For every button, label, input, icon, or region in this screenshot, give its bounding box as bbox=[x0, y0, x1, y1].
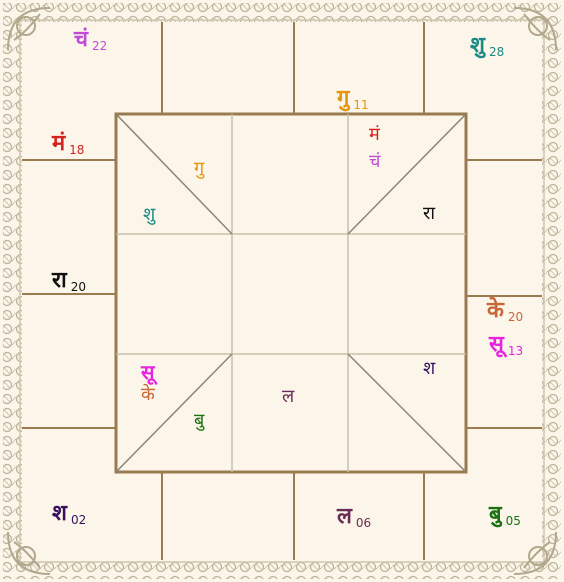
planet-rahu: रा bbox=[52, 268, 67, 293]
degree-jupiter: 11 bbox=[353, 98, 368, 112]
planet-mars: मं bbox=[52, 131, 65, 156]
outer-label-jupiter: गु 11 bbox=[337, 88, 369, 110]
degree-sun: 13 bbox=[508, 344, 523, 358]
inner-planet-moon: चं bbox=[369, 153, 380, 171]
outer-label-ketu: के 20 bbox=[487, 300, 523, 322]
inner-planet-lagna: ल bbox=[282, 388, 294, 406]
inner-planet-jupiter: गु bbox=[194, 160, 204, 178]
degree-ketu: 20 bbox=[508, 310, 523, 324]
planet-sun: सू bbox=[489, 332, 504, 357]
planet-jupiter: गु bbox=[337, 86, 349, 111]
inner-planet-rahu: रा bbox=[423, 205, 435, 223]
degree-venus: 28 bbox=[489, 45, 504, 59]
inner-planet-mars: मं bbox=[369, 126, 380, 144]
planet-venus: शु bbox=[470, 33, 485, 58]
degree-moon: 22 bbox=[92, 39, 107, 53]
inner-planet-sun: सू bbox=[141, 362, 155, 382]
planet-saturn: श bbox=[52, 501, 67, 526]
degree-lagna: 06 bbox=[356, 516, 371, 530]
outer-label-venus: शु 28 bbox=[470, 35, 504, 57]
planet-lagna: ल bbox=[337, 504, 352, 529]
degree-rahu: 20 bbox=[71, 280, 86, 294]
outer-label-moon: चं 22 bbox=[74, 29, 107, 51]
inner-planet-ketu: के bbox=[141, 386, 155, 404]
outer-label-sun: सू 13 bbox=[489, 334, 523, 356]
outer-label-saturn: श 02 bbox=[52, 503, 86, 525]
planet-ketu: के bbox=[487, 298, 504, 323]
planet-mercury: बु bbox=[489, 502, 502, 527]
inner-planet-venus: शु bbox=[143, 206, 155, 224]
outer-label-mercury: बु 05 bbox=[489, 504, 521, 526]
degree-mercury: 05 bbox=[506, 514, 521, 528]
outer-label-mars: मं 18 bbox=[52, 133, 84, 155]
planet-moon: चं bbox=[74, 27, 88, 52]
inner-planet-saturn: श bbox=[423, 360, 435, 378]
degree-mars: 18 bbox=[69, 143, 84, 157]
degree-saturn: 02 bbox=[71, 513, 86, 527]
outer-label-rahu: रा 20 bbox=[52, 270, 86, 292]
outer-label-lagna: ल 06 bbox=[337, 506, 371, 528]
inner-planet-mercury: बु bbox=[194, 412, 204, 430]
chart-paper bbox=[22, 22, 542, 560]
